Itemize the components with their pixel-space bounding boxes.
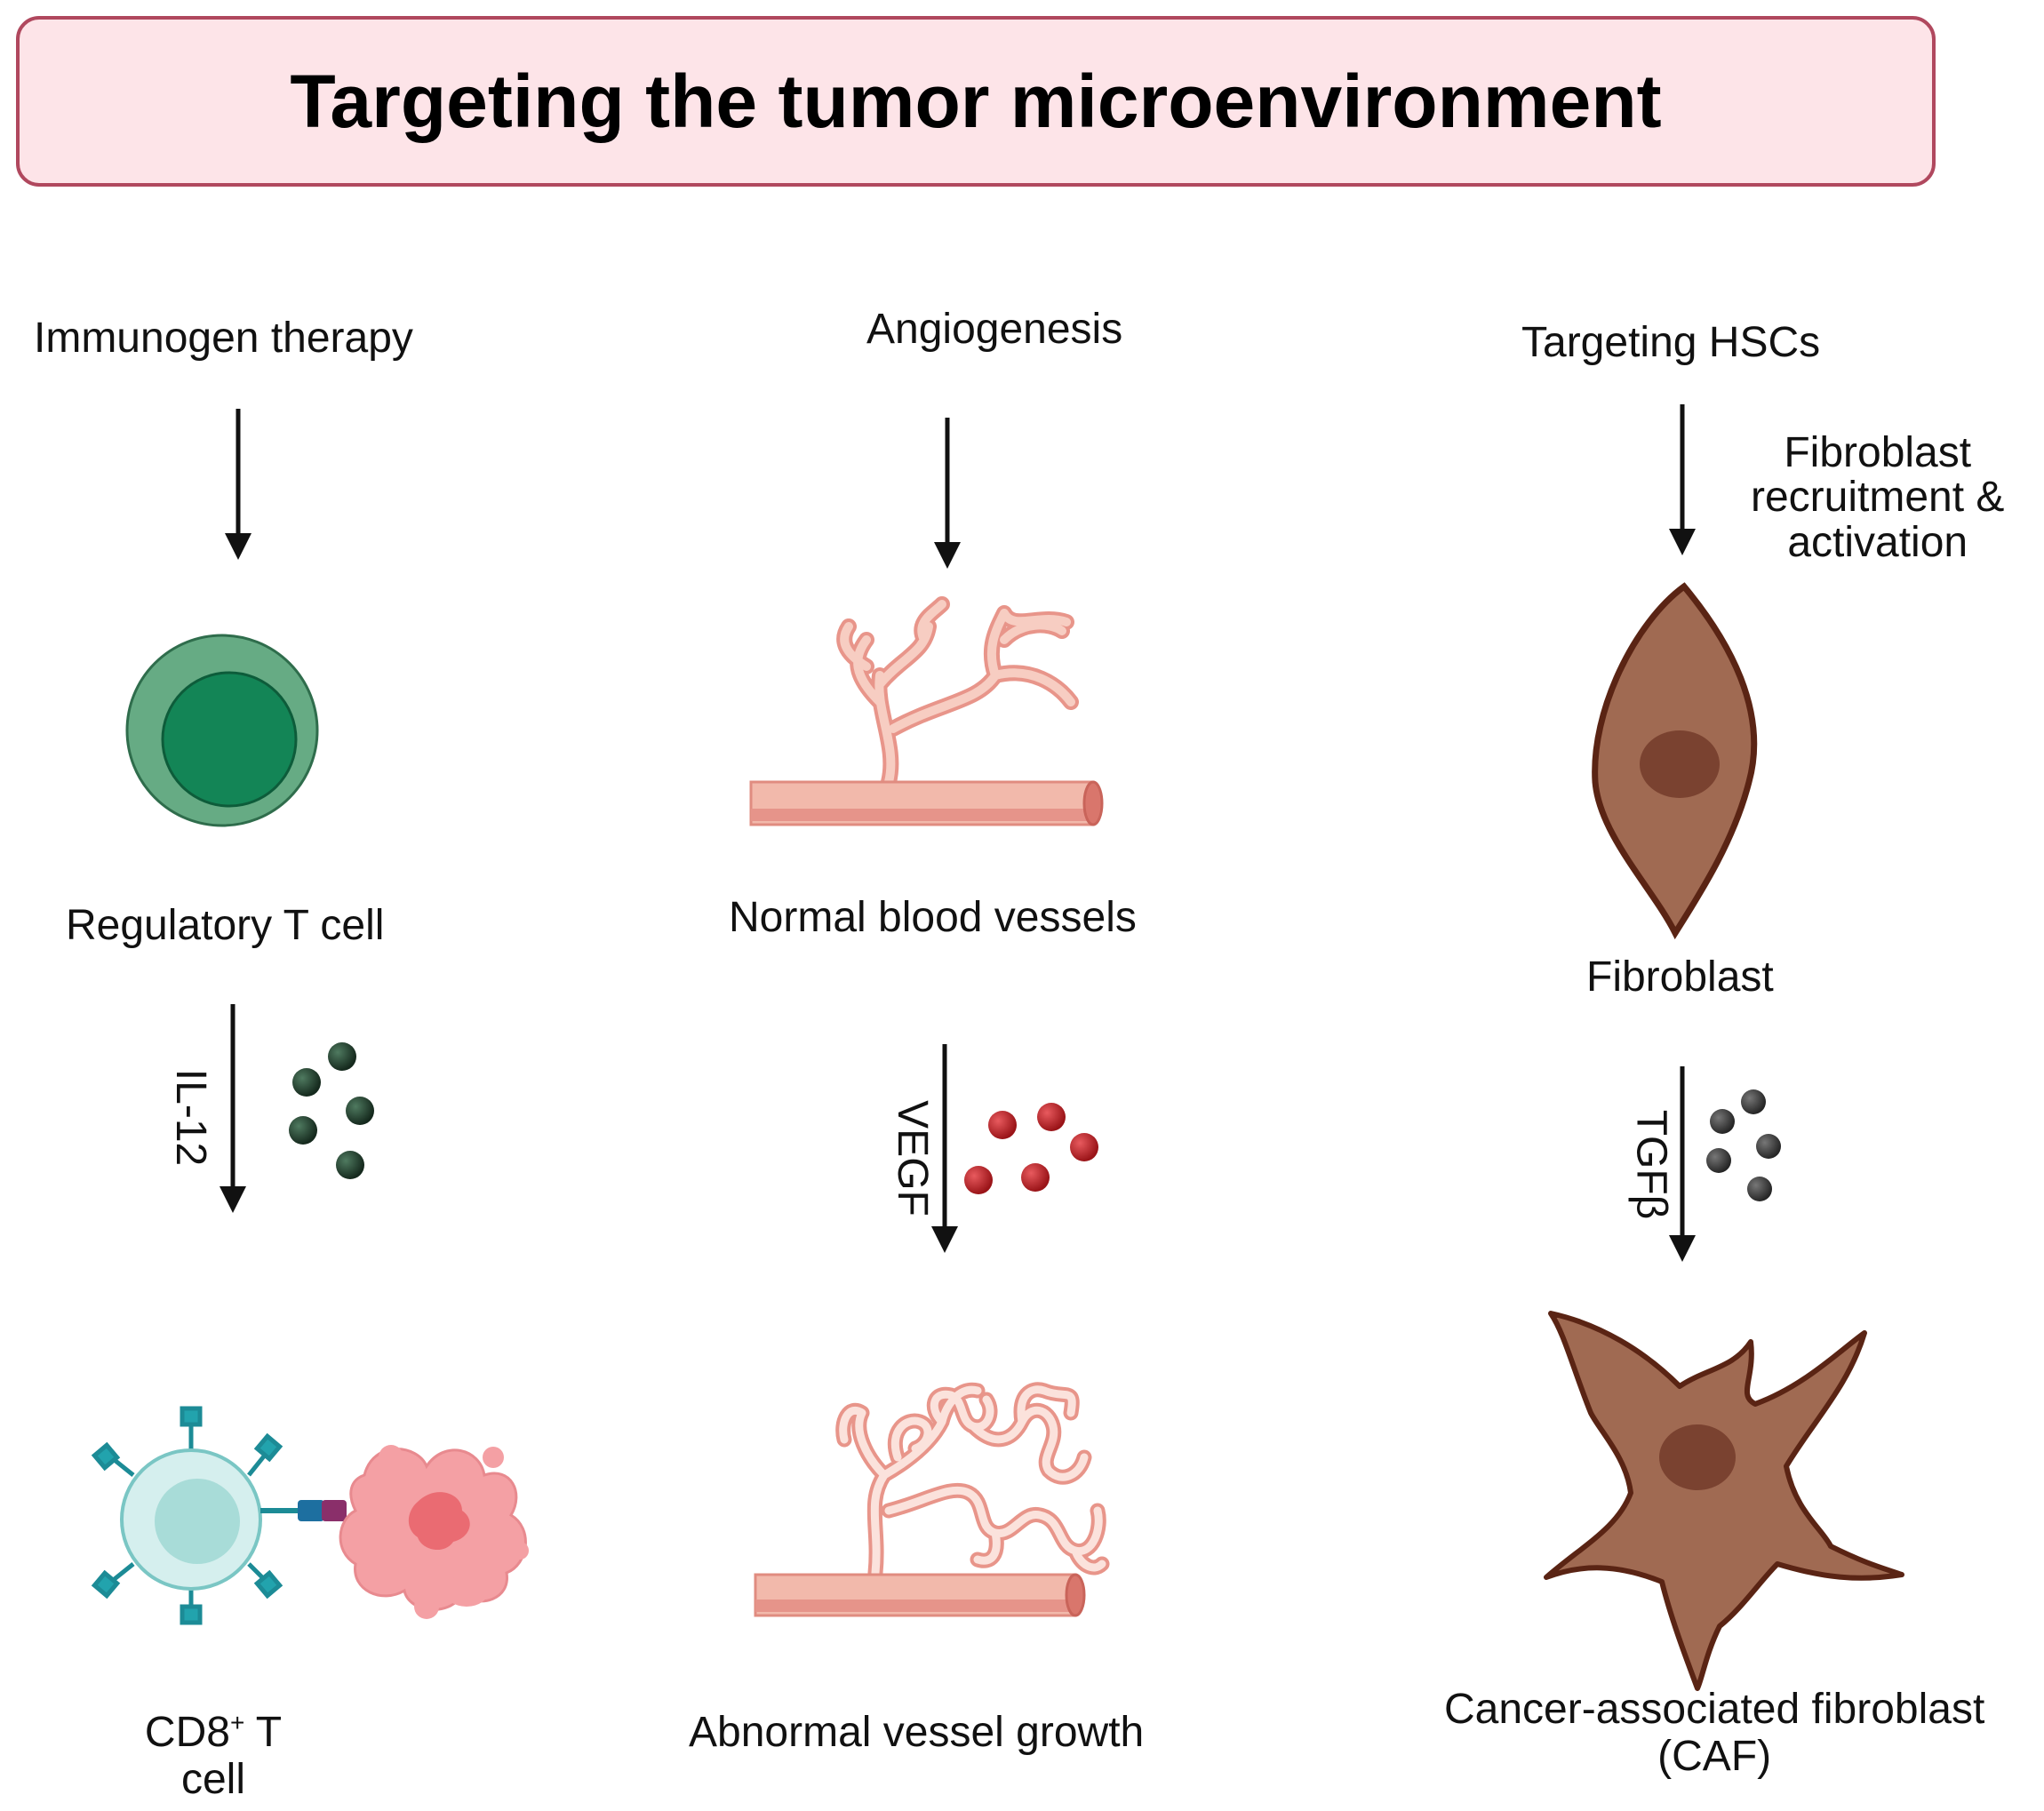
il12-molecules-icon (289, 1042, 374, 1179)
label-fibroblast-recruitment: Fibroblast recruitment & activation (1751, 429, 2005, 566)
cancer-associated-fibroblast-icon (1544, 1311, 1904, 1691)
regulatory-t-cell-icon (125, 634, 319, 827)
side-note-line2: recruitment & (1751, 474, 2005, 522)
label-caf-line2: (CAF) (1657, 1732, 1772, 1780)
fibroblast-icon (1592, 582, 1758, 940)
side-note-line1: Fibroblast (1784, 429, 1972, 476)
label-caf: Cancer-associated fibroblast (CAF) (1444, 1686, 1985, 1781)
label-cd8-cell: cell (180, 1755, 246, 1803)
title-banner: Targeting the tumor microenvironment (16, 16, 1936, 187)
label-abnormal-vessel-growth: Abnormal vessel growth (689, 1709, 1145, 1756)
label-cd8-text: CD8 (144, 1709, 230, 1756)
label-normal-blood-vessels: Normal blood vessels (729, 894, 1137, 941)
heading-angiogenesis: Angiogenesis (866, 306, 1123, 353)
normal-blood-vessels-icon (749, 596, 1104, 826)
tgfb-molecules-icon (1706, 1089, 1781, 1201)
label-cd8-sup: + (229, 1709, 245, 1736)
vegf-molecules-icon (964, 1103, 1098, 1194)
tumor-cell-icon (339, 1445, 529, 1619)
abnormal-vessel-growth-icon (754, 1382, 1110, 1617)
cd8-t-cell-icon (91, 1406, 347, 1625)
label-cd8-t-cell: CD8+ T cell (133, 1709, 293, 1804)
side-note-line3: activation (1787, 518, 1968, 566)
label-regulatory-t-cell: Regulatory T cell (66, 902, 385, 949)
heading-immunogen-therapy: Immunogen therapy (34, 315, 413, 362)
label-cd8-t: T (244, 1709, 283, 1756)
heading-targeting-hscs: Targeting HSCs (1521, 319, 1821, 366)
label-caf-line1: Cancer-associated fibroblast (1444, 1686, 1985, 1733)
diagram-title: Targeting the tumor microenvironment (290, 59, 1662, 143)
label-fibroblast: Fibroblast (1586, 953, 1774, 1001)
